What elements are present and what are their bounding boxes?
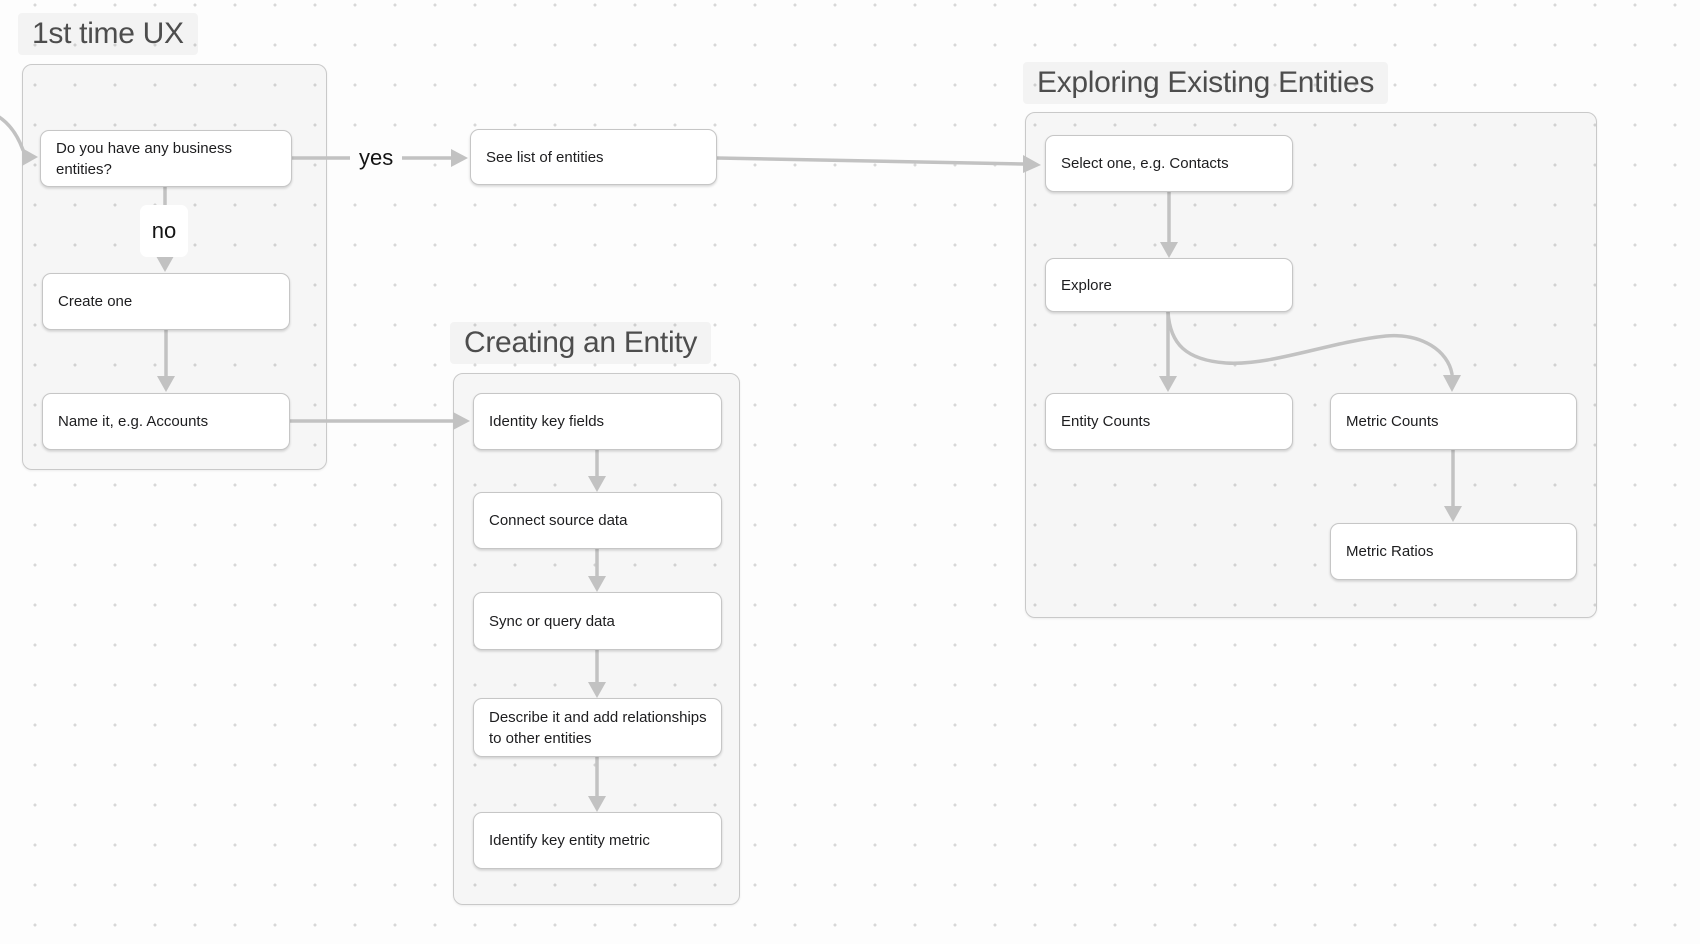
node-label: Metric Ratios [1346,543,1434,560]
node-label: Name it, e.g. Accounts [58,413,209,430]
node-label: Metric Counts [1346,413,1439,430]
node-metric-counts[interactable]: Metric Counts [1330,393,1577,450]
frame-creating-entity[interactable] [453,373,740,905]
frame-exploring-entities[interactable] [1025,112,1597,618]
node-label: Identify key entity metric [489,832,650,849]
node-label: Select one, e.g. Contacts [1061,155,1229,172]
node-label: Describe it and add relationships to oth… [489,708,707,747]
arrow-create-one-to-name-it[interactable] [157,328,175,392]
node-label: Create one [58,293,133,310]
arrow-metric-counts-to-metric-ratios[interactable] [1444,448,1462,522]
node-name-it[interactable]: Name it, e.g. Accounts [42,393,290,450]
node-label: Explore [1061,276,1112,294]
section-title-creating-entity[interactable]: Creating an Entity [450,322,712,364]
node-entity-counts[interactable]: Entity Counts [1045,393,1293,450]
edge-label-no[interactable]: no [140,205,188,257]
node-label: Sync or query data [489,612,615,630]
arrow-describe-to-identify-metric[interactable] [588,755,606,812]
node-label: See list of entities [486,148,604,166]
arrow-select-one-to-explore[interactable] [1160,190,1178,258]
edge-label-yes[interactable]: yes [350,143,403,173]
node-business-entities-question[interactable]: Do you have any business entities? [40,130,292,187]
node-create-one[interactable]: Create one [42,273,290,330]
node-metric-ratios[interactable]: Metric Ratios [1330,523,1577,580]
frame-first-time-ux[interactable] [22,64,327,470]
arrow-identity-to-connect-source[interactable] [588,448,606,492]
node-select-one[interactable]: Select one, e.g. Contacts [1045,135,1293,192]
node-describe-relationships[interactable]: Describe it and add relationships to oth… [473,698,722,757]
arrow-explore-to-metric-counts[interactable] [1166,310,1461,392]
section-title-first-time-ux[interactable]: 1st time UX [18,13,198,55]
node-label: Do you have any business entities? [56,139,232,178]
section-title-exploring-entities[interactable]: Exploring Existing Entities [1023,62,1389,104]
arrow-sync-to-describe[interactable] [588,648,606,698]
node-identify-key-entity-metric[interactable]: Identify key entity metric [473,812,722,869]
node-see-list-of-entities[interactable]: See list of entities [470,129,717,185]
node-sync-or-query-data[interactable]: Sync or query data [473,592,722,650]
arrow-see-list-to-select-one[interactable] [715,155,1041,173]
arrow-connect-to-sync[interactable] [588,547,606,592]
node-label: Entity Counts [1061,413,1151,430]
node-label: Connect source data [489,512,628,529]
arrow-name-it-to-identity-key-fields[interactable] [288,412,470,430]
node-identity-key-fields[interactable]: Identity key fields [473,393,722,450]
node-connect-source-data[interactable]: Connect source data [473,492,722,549]
node-label: Identity key fields [489,413,605,430]
node-explore[interactable]: Explore [1045,258,1293,312]
arrow-incoming[interactable] [0,114,38,166]
